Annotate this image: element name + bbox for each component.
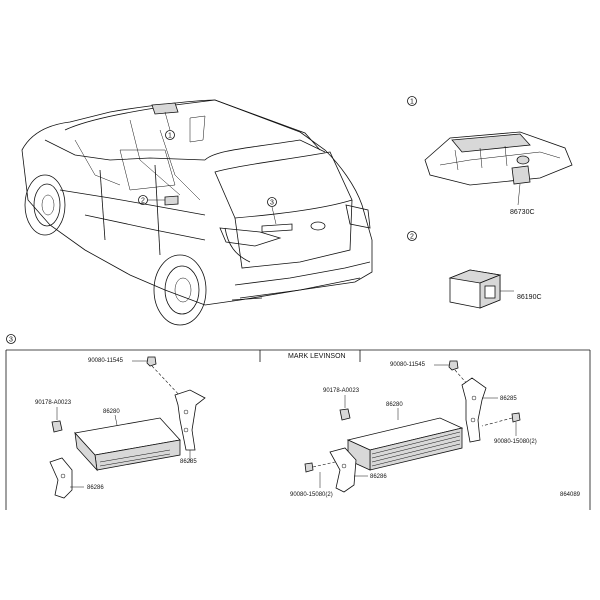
- label-right-86280: 86280: [386, 402, 403, 408]
- left-bracket-86285: [174, 389, 206, 451]
- label-left-86285: 86285: [180, 459, 197, 465]
- label-86730c: 86730C: [510, 209, 535, 216]
- detail-2-callout: 2: [410, 234, 414, 241]
- right-amplifier-assembly: 90080-11545 90178-A0023 86280 86285 9008…: [290, 360, 537, 498]
- section-label-mark-levinson: MARK LEVINSON: [288, 353, 346, 360]
- detail-1-callout: 1: [410, 99, 414, 106]
- detail-3-callout: 3: [9, 337, 13, 344]
- label-right-90080-15080-a: 90080-15080(2): [494, 439, 537, 445]
- vehicle-illustration: [21, 99, 373, 326]
- microphone-unit: [511, 165, 531, 185]
- label-left-90178-a0023: 90178-A0023: [35, 400, 72, 406]
- callout-1-label: 1: [168, 133, 172, 140]
- label-left-90080-11545: 90080-11545: [88, 358, 124, 364]
- label-left-86280: 86280: [103, 409, 120, 415]
- label-right-90080-15080-b: 90080-15080(2): [290, 492, 333, 498]
- label-left-86286: 86286: [87, 485, 104, 491]
- label-right-86285: 86285: [500, 396, 517, 402]
- right-bracket-86285: [461, 377, 487, 443]
- detail-3-frame: 3 MARK LEVINSON: [5, 334, 591, 510]
- label-right-90080-11545: 90080-11545: [390, 362, 426, 368]
- left-amplifier-assembly: 90080-11545 90178-A0023 86280 86285 8628…: [35, 356, 206, 499]
- car-callout-2: 2: [138, 195, 165, 205]
- diagram-code: 864089: [560, 492, 581, 498]
- car-callout-1: 1: [164, 111, 175, 140]
- label-right-86286: 86286: [370, 474, 387, 480]
- label-right-90178-a0023: 90178-A0023: [323, 388, 360, 394]
- car-callout-3: 3: [267, 197, 277, 225]
- right-bracket-86286: [329, 447, 357, 493]
- callout-3-label: 3: [270, 200, 274, 207]
- detail-2: 2 86190C: [407, 231, 542, 309]
- callout-2-label: 2: [141, 198, 145, 205]
- left-bracket-86286: [49, 457, 73, 499]
- label-86190c: 86190C: [517, 294, 542, 301]
- detail-1: 1 86730C: [407, 96, 573, 216]
